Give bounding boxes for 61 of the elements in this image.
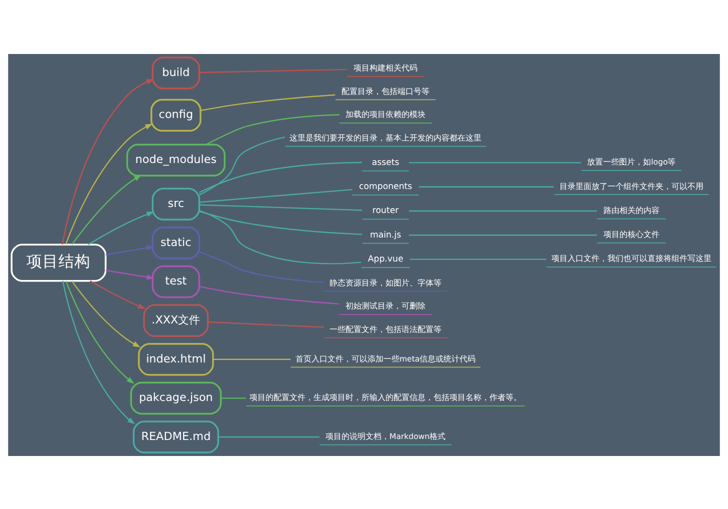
- node-box: static: [152, 226, 200, 259]
- connector: [408, 210, 597, 212]
- connector: [206, 114, 340, 144]
- node-box: pakcage.json: [130, 381, 222, 414]
- node-text: 路由相关的内容: [603, 205, 660, 214]
- node-text: 加载的项目依赖的模块: [346, 110, 426, 119]
- connector: [208, 320, 324, 328]
- arrow: [62, 78, 154, 244]
- connector: [199, 250, 324, 283]
- node-text: components: [358, 182, 412, 192]
- node-text: 一些配置文件，包括语法配置等: [330, 324, 442, 334]
- connector: [199, 210, 362, 264]
- node-text: 初始测试目录，可删除: [346, 301, 426, 310]
- node-box: config: [150, 98, 202, 132]
- node-box: src: [152, 187, 200, 220]
- node-text: App.vue: [368, 254, 404, 264]
- connector: [408, 162, 582, 163]
- connector: [213, 358, 291, 360]
- arrow: [88, 211, 154, 245]
- connector: [218, 436, 320, 438]
- connector: [199, 161, 362, 193]
- connector: [199, 68, 347, 73]
- connector: [199, 210, 362, 235]
- node-text: router: [372, 206, 399, 216]
- node-text: 项目的核心文件: [603, 230, 660, 239]
- node-box: .XXX文件: [143, 304, 209, 336]
- node-text: 项目构建相关代码: [354, 63, 418, 72]
- connector: [199, 188, 352, 202]
- arrow: [71, 280, 140, 347]
- connector: [418, 186, 554, 187]
- node-text: 放置一些图片，如logo等: [587, 157, 676, 166]
- connector: [408, 234, 597, 236]
- node-box: 项目结构: [10, 243, 106, 282]
- node-box: README.md: [132, 420, 220, 453]
- connector: [199, 204, 362, 210]
- connector: [410, 258, 546, 260]
- node-text: 项目的配置文件，生成项目时，所输入的配置信息，包括项目名称，作者等。: [250, 392, 522, 402]
- node-text: 项目入口文件，我们也可以直接将组件写这里: [551, 254, 712, 263]
- node-box: build: [152, 56, 200, 89]
- node-text: assets: [372, 157, 400, 168]
- node-box: index.html: [138, 342, 214, 376]
- node-text: 静态资源目录，如图片、字体等: [330, 278, 442, 287]
- arrow: [72, 174, 142, 244]
- node-text: 项目的说明文档，Markdown格式: [326, 431, 446, 440]
- connector: [199, 136, 285, 195]
- connector: [200, 94, 336, 111]
- node-text: 首页入口文件，可以添加一些meta信息或统计代码: [296, 354, 476, 363]
- connector: [220, 397, 246, 398]
- arrow: [106, 269, 154, 280]
- node-box: node_modules: [126, 143, 226, 176]
- connector: [199, 285, 340, 304]
- node-text: main.js: [370, 230, 402, 240]
- arrow: [65, 280, 134, 384]
- node-text: 这里是我们要开发的目录，基本上开发的内容都在这里: [290, 132, 482, 142]
- arrow: [62, 280, 135, 424]
- node-text: 目录里面放了一个组件文件夹，可以不用: [559, 181, 704, 190]
- arrow: [90, 280, 146, 309]
- arrow: [65, 123, 153, 244]
- node-text: 配置目录，包括端口号等: [342, 86, 430, 96]
- arrow: [106, 244, 154, 255]
- node-box: test: [152, 264, 200, 298]
